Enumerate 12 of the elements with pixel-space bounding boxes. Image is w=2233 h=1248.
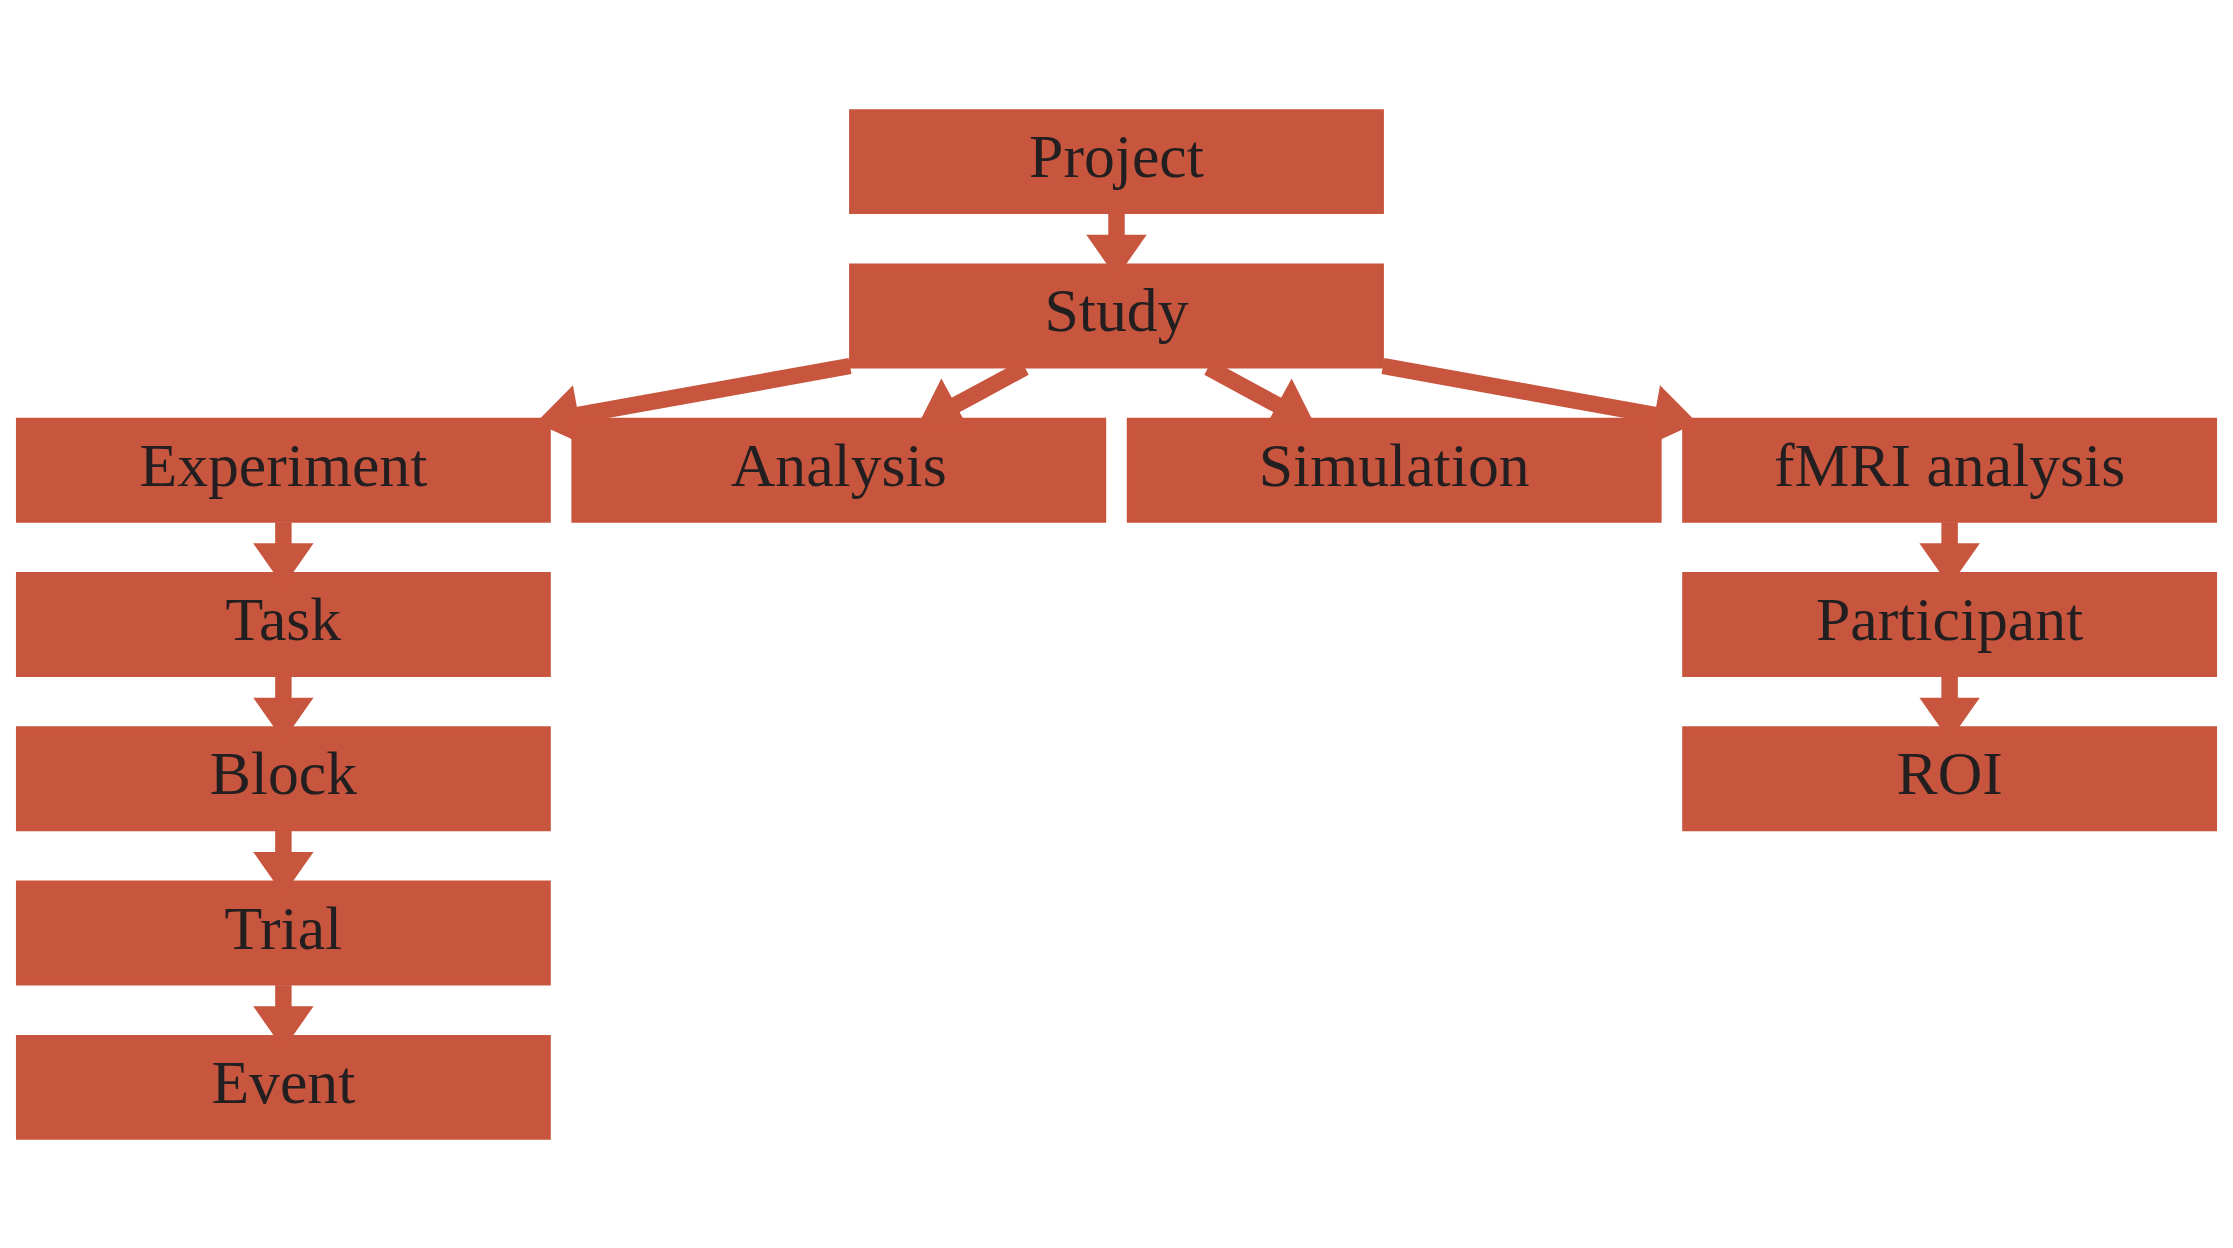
node-box: Task — [15, 571, 551, 677]
node-box: Block — [15, 725, 551, 831]
node-box: Analysis — [571, 417, 1107, 523]
node-box: Simulation — [1126, 417, 1662, 523]
node-box: fMRI analysis — [1682, 417, 2218, 523]
node-box: Study — [849, 263, 1384, 368]
node-box: Trial — [15, 880, 551, 985]
node-box: Event — [15, 1034, 551, 1140]
node-box: Experiment — [15, 417, 551, 523]
node-box: ROI — [1682, 725, 2218, 831]
node-box: Participant — [1682, 571, 2218, 677]
node-box: Project — [849, 108, 1384, 214]
